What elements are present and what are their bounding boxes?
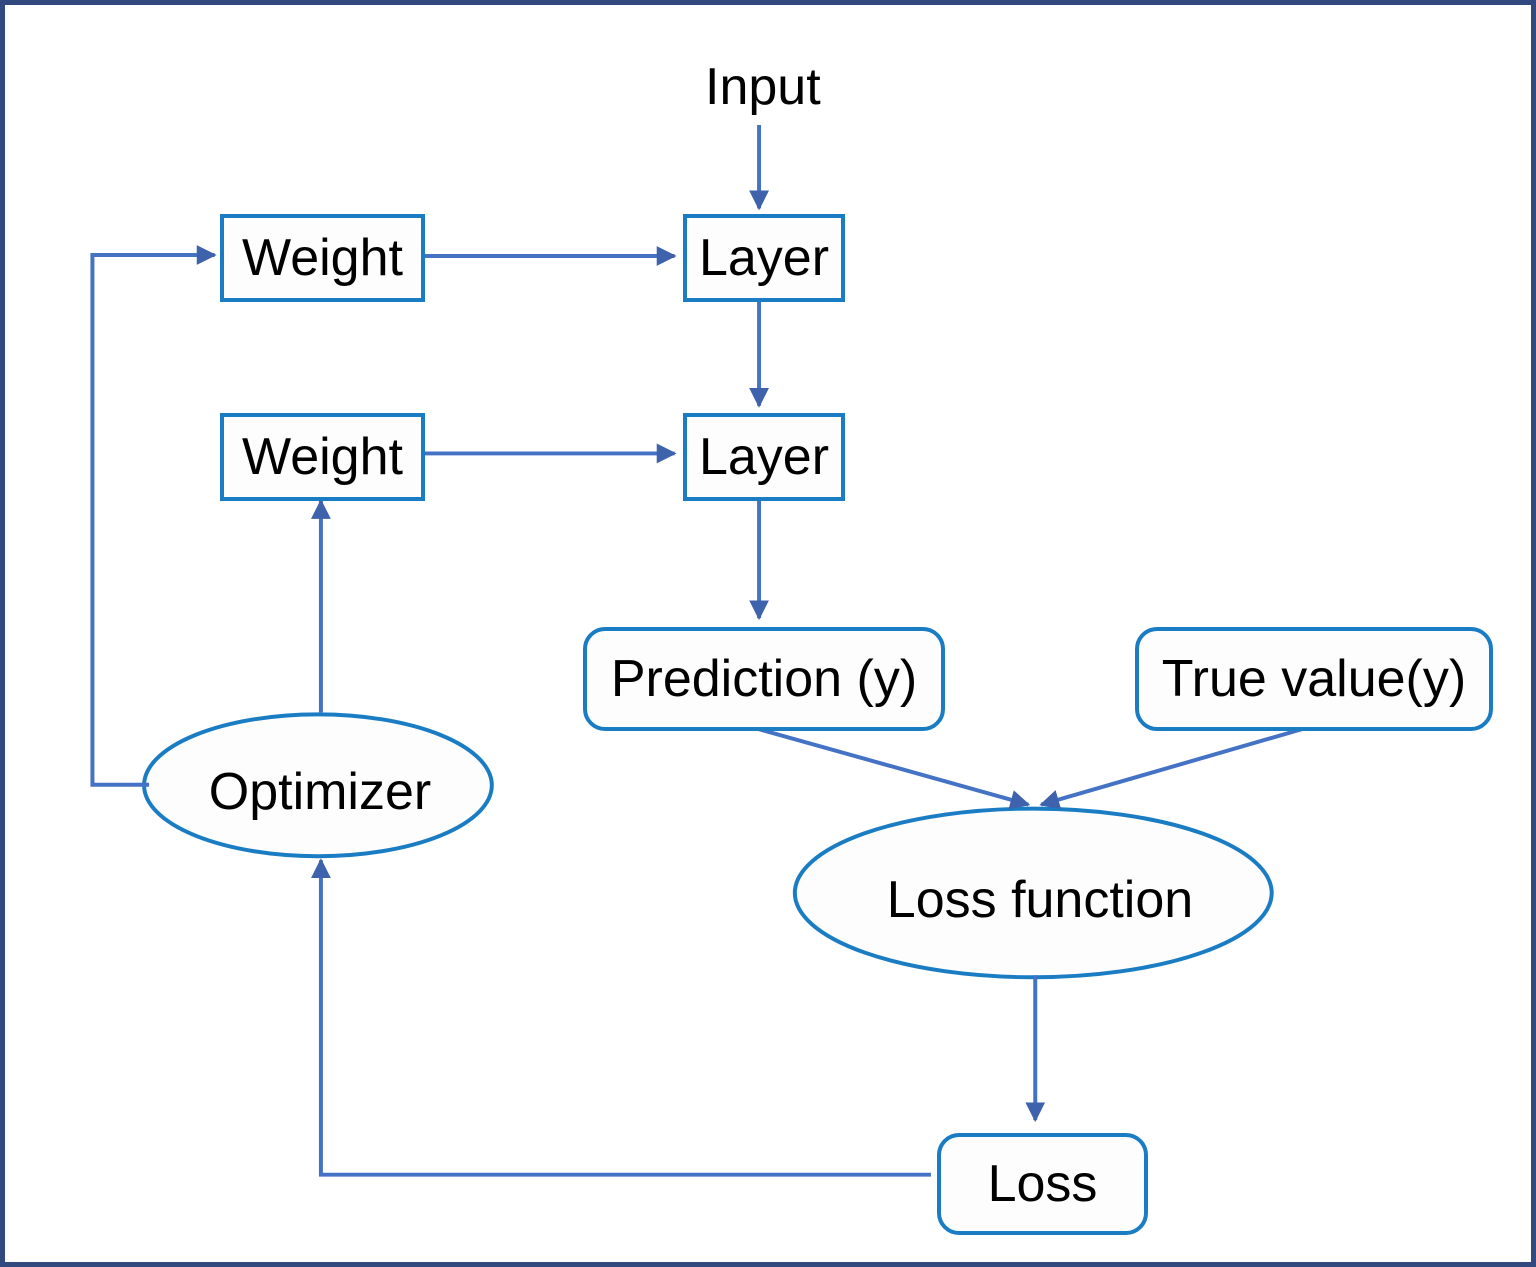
node-layer-1[interactable]: Layer: [683, 214, 845, 302]
input-label: Input: [705, 58, 821, 116]
node-layer-2[interactable]: Layer: [683, 413, 845, 501]
edge-loss-to-optimizer: [310, 858, 931, 1177]
node-loss-function-label: Loss function: [886, 871, 1194, 929]
node-layer-2-label: Layer: [698, 428, 830, 486]
edge-optimizer-to-weight1: [90, 245, 217, 787]
diagram-edges-layer: [90, 125, 1310, 1177]
node-weight-2-label: Weight: [242, 428, 403, 486]
node-optimizer[interactable]: Optimizer: [145, 720, 495, 863]
node-layer-1-label: Layer: [698, 229, 830, 287]
node-loss-function[interactable]: Loss function: [800, 815, 1280, 985]
node-prediction[interactable]: Prediction (y): [583, 627, 945, 731]
node-true-value[interactable]: True value(y): [1135, 627, 1493, 731]
node-weight-1[interactable]: Weight: [220, 214, 425, 302]
node-optimizer-label: Optimizer: [208, 762, 432, 821]
node-weight-2[interactable]: Weight: [220, 413, 425, 501]
node-loss-label: Loss: [987, 1155, 1098, 1213]
edge-truevalue-to-lossfunction: [1039, 725, 1310, 810]
node-loss[interactable]: Loss: [937, 1133, 1148, 1235]
node-weight-1-label: Weight: [242, 229, 403, 287]
node-prediction-label: Prediction (y): [610, 650, 918, 708]
node-true-value-label: True value(y): [1161, 650, 1467, 708]
edge-prediction-to-lossfunction: [751, 725, 1031, 810]
